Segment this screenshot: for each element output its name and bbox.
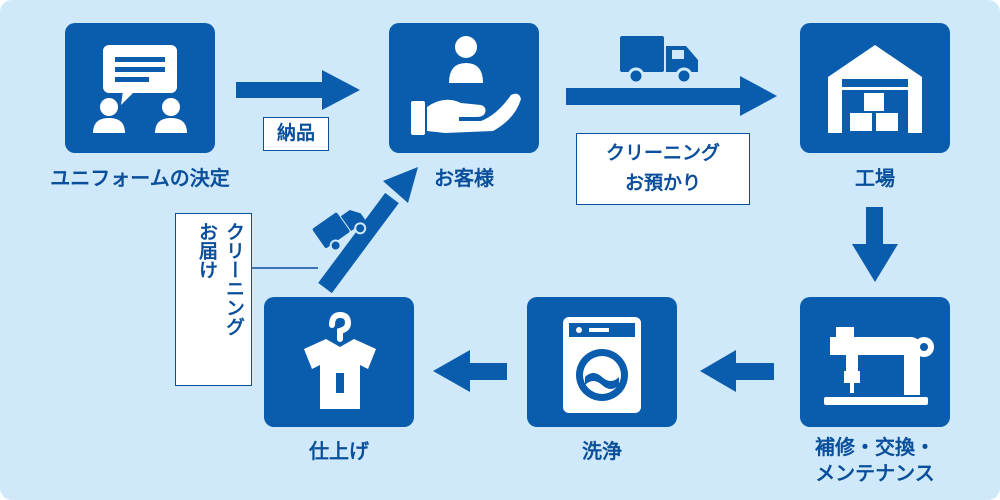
wash-label: 洗浄 [582,439,622,463]
repair-node [800,297,950,427]
arrow-wash-to-finish [433,350,507,392]
wash-node [527,297,677,427]
arrow-finish-to-customer [318,167,418,294]
repair-label-line1: 補修・交換・ [815,435,935,459]
finish-node [264,297,414,427]
repair-label-line2: メンテナンス [815,461,935,485]
customer-label: お客様 [434,166,494,190]
truck-icon [620,36,698,85]
arrow-factory-to-repair [852,207,898,282]
factory-label: 工場 [855,166,895,190]
sewing-machine-icon [824,327,934,405]
meeting-icon [93,45,187,133]
hand-person-icon [411,36,521,135]
return-tag-line1: クリーニング [223,222,245,336]
finish-label: 仕上げ [309,439,369,463]
shirt-hanger-icon [304,311,376,409]
pickup-tag-line2: お預かり [624,172,701,194]
return-tag-line2: お届け [196,222,218,279]
warehouse-icon [828,45,922,133]
truck-icon-tilted [312,209,367,252]
arrow-uniform-to-customer [236,70,360,110]
arrow-customer-to-factory [566,76,777,116]
return-tag: クリーニング お届け [175,213,252,386]
uniform-label: ユニフォームの決定 [50,166,230,190]
washing-machine-icon [563,317,641,413]
customer-node [389,23,539,153]
pickup-tag: クリーニング お預かり [576,133,750,205]
uniform-node [65,23,215,153]
delivery-tag-text: 納品 [276,122,315,144]
delivery-tag: 納品 [263,117,329,151]
arrow-repair-to-wash [700,350,774,392]
repair-label: 補修・交換・ メンテナンス [770,434,980,486]
pickup-tag-line1: クリーニング [605,142,720,164]
factory-node [800,23,950,153]
